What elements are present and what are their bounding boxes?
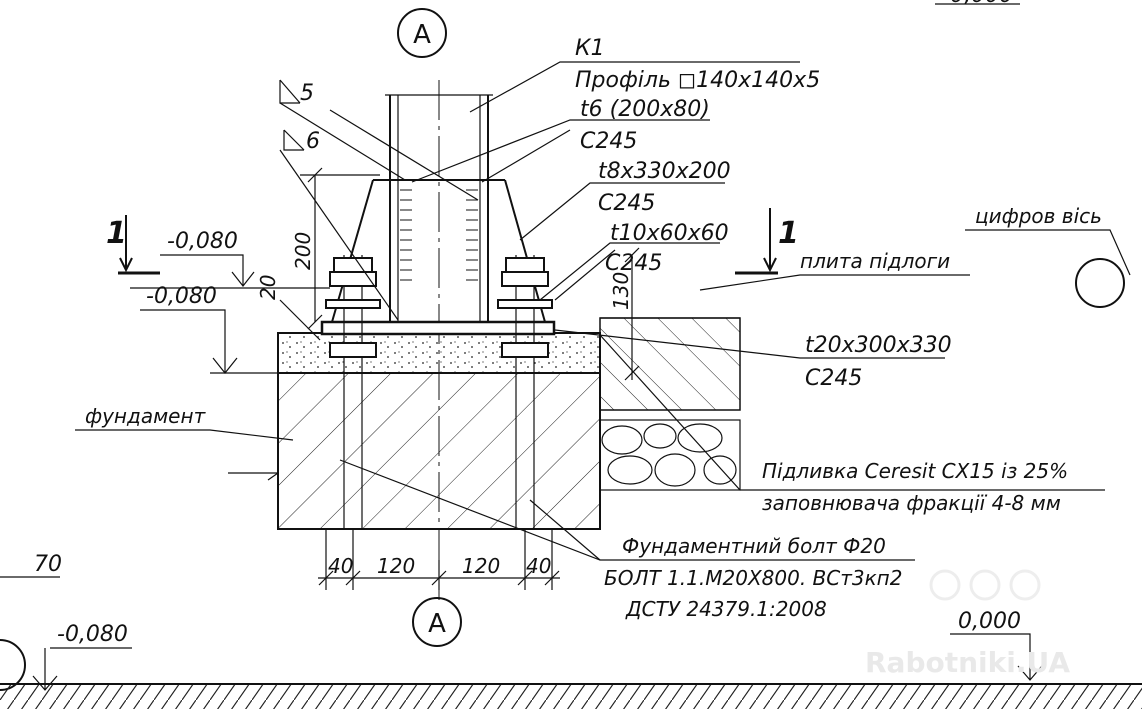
dim-130-label: 130 [609,272,633,310]
axis-circle-right [1075,258,1125,308]
section-mark-right-label: 1 [778,216,799,251]
label-foundation: фундамент [85,404,207,428]
level-mark-zero [950,633,1043,681]
rubble-layer [599,419,741,491]
weld-symbol-6 [283,130,304,151]
dim-130 [624,247,640,381]
label-k1: К1 [575,36,605,61]
dim-bottom-chain [318,529,560,590]
label-plate1-steel: С245 [580,129,637,154]
dim-40-left-label: 40 [328,554,353,578]
label-plate3-steel: С245 [605,251,662,276]
floor-slab [599,317,741,411]
level-mark-b-label: -0,080 [146,284,217,309]
anchor-bolt-right [497,255,553,529]
axis-mark-bottom-label: А [428,609,446,639]
label-bolt-1: Фундаментний болт Ф20 [622,534,886,558]
label-base-plate: t20x300x330 [805,333,952,358]
axis-mark-top [397,8,447,58]
label-plate2-steel: С245 [598,191,655,216]
dim-70-label: 70 [34,552,62,577]
weld-symbol-5 [279,80,300,104]
dim-200 [300,167,380,330]
label-plate3: t10x60x60 [610,221,729,246]
dim-120-right-label: 120 [462,554,500,578]
label-profile: Профіль ◻140x140x5 [575,68,820,93]
weld-5-label: 5 [300,81,314,106]
label-grout-1: Підливка Ceresit CX15 із 25% [762,459,1068,483]
section-mark-left [118,215,160,275]
weld-6-label: 6 [306,129,320,154]
section-mark-left-label: 1 [106,216,127,251]
axis-circle-bottom-left [0,639,26,691]
leader-lines [75,61,1131,561]
level-mark-c-label: -0,080 [57,622,128,647]
dim-20 [279,299,321,341]
base-plate [320,320,556,336]
label-bolt-2: БОЛТ 1.1.М20Х800. ВСт3кп2 [604,566,902,590]
level-mark-a [160,254,255,287]
label-grout-2: заповнювача фракції 4-8 мм [762,491,1061,515]
dim-200-label: 200 [291,232,315,270]
section-mark-right [735,208,778,275]
dim-120-left-label: 120 [377,554,415,578]
level-mark-b [140,309,238,374]
axis-mark-top-label: А [413,20,431,50]
dim-20-label: 20 [256,275,280,300]
label-bolt-3: ДСТУ 24379.1:2008 [625,597,827,621]
watermark [929,569,1041,601]
level-mark-zero-label: 0,000 [958,609,1021,634]
steel-column [385,94,493,322]
level-mark-a-label: -0,080 [167,229,238,254]
watermark-text: Rabotniki.UA [865,646,1070,679]
level-mark-top-right-label: 0,000 [950,0,1013,8]
label-plate2: t8x330x200 [598,159,731,184]
label-plate1: t6 (200x80) [580,97,710,122]
ground-strip [0,684,1142,709]
label-digital-axis: цифров вісь [975,204,1102,228]
weld-marks-column [400,189,478,281]
gusset-plates [331,179,546,323]
label-base-plate-steel: С245 [805,366,862,391]
label-floor-slab: плита підлоги [800,249,950,273]
axis-mark-bottom [412,597,462,647]
dim-40-right-label: 40 [526,554,551,578]
